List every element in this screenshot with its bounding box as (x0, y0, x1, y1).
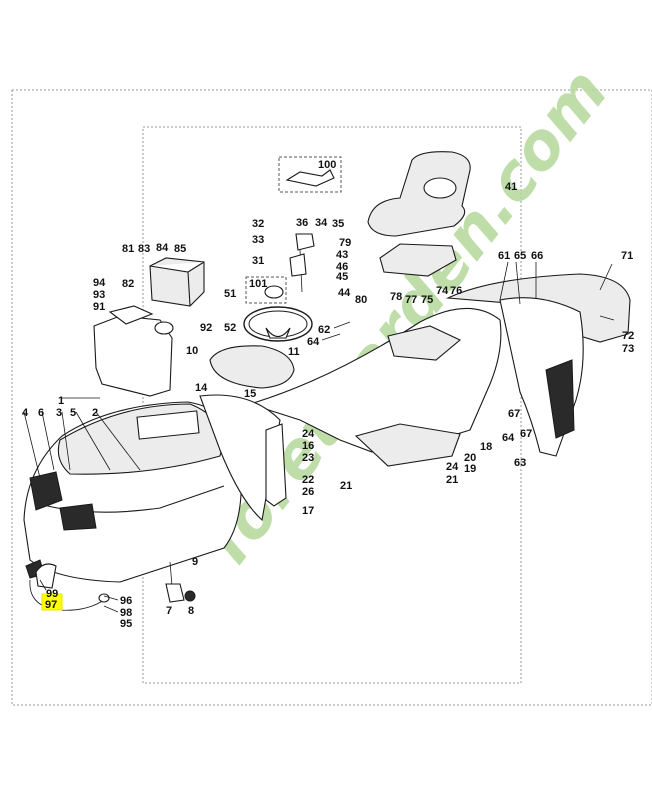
label-24b: 24 (446, 461, 459, 473)
leader-lines (23, 261, 615, 613)
label-33: 33 (252, 234, 264, 246)
label-21b: 21 (446, 474, 458, 486)
part-43-seat-mount (379, 243, 457, 277)
label-63: 63 (514, 457, 526, 469)
label-44: 44 (338, 287, 351, 299)
label-84: 84 (156, 242, 169, 254)
label-82: 82 (122, 278, 134, 290)
part-71-rear-fender (445, 273, 631, 457)
label-77: 77 (405, 294, 417, 306)
part-41-seat (367, 151, 471, 237)
part-101-cap (264, 285, 284, 299)
part-17-bracket (265, 423, 287, 507)
label-83: 83 (138, 243, 150, 255)
label-1: 1 (58, 395, 64, 407)
label-45: 45 (336, 271, 348, 283)
label-85: 85 (174, 243, 186, 255)
label-31: 31 (252, 255, 264, 267)
label-72: 72 (622, 330, 634, 342)
label-52: 52 (224, 322, 236, 334)
label-24a: 24 (302, 428, 315, 440)
label-74: 74 (436, 285, 449, 297)
label-93: 93 (93, 289, 105, 301)
label-73: 73 (622, 343, 634, 355)
label-18: 18 (480, 441, 492, 453)
part-51-steering-wheel (243, 306, 313, 342)
part-18-body-chassis (199, 307, 502, 522)
label-99: 99 (46, 588, 58, 600)
part-1-hood (23, 401, 242, 583)
label-95: 95 (120, 618, 132, 630)
label-92: 92 (200, 322, 212, 334)
label-64b: 64 (502, 432, 515, 444)
label-7: 7 (166, 605, 172, 617)
label-71: 71 (621, 250, 633, 262)
label-20: 20 (464, 452, 476, 464)
label-5: 5 (70, 407, 76, 419)
label-65: 65 (514, 250, 526, 262)
part-7-pin (165, 561, 196, 603)
label-61: 61 (498, 250, 510, 262)
label-23: 23 (302, 452, 314, 464)
label-14: 14 (195, 382, 208, 394)
label-32: 32 (252, 218, 264, 230)
label-101: 101 (249, 278, 267, 290)
label-66: 66 (531, 250, 543, 262)
label-67b: 67 (520, 428, 532, 440)
label-43: 43 (336, 249, 348, 261)
label-76: 76 (450, 285, 462, 297)
part-81-electrical-box (149, 257, 205, 307)
label-97: 97 (45, 599, 57, 611)
label-21a: 21 (340, 480, 352, 492)
label-9: 9 (192, 556, 198, 568)
label-35: 35 (332, 218, 344, 230)
label-75: 75 (421, 294, 433, 306)
label-34: 34 (315, 217, 328, 229)
label-91: 91 (93, 301, 105, 313)
label-41: 41 (505, 181, 517, 193)
part-95-headlight-wire (25, 559, 110, 611)
label-96: 96 (120, 595, 132, 607)
outer-frame (11, 89, 652, 706)
part-31-steering-column (289, 233, 315, 293)
label-16: 16 (302, 440, 314, 452)
label-98: 98 (120, 607, 132, 619)
highlight-97 (41, 593, 63, 611)
label-62: 62 (318, 324, 330, 336)
label-26: 26 (302, 486, 314, 498)
label-8: 8 (188, 605, 194, 617)
part-labels: 100 41 32 36 34 35 33 79 43 46 45 31 44 … (22, 159, 634, 630)
part-11-dash-cover (209, 345, 295, 389)
label-15: 15 (244, 388, 256, 400)
label-11: 11 (288, 346, 300, 358)
part-91-fuel-tank (93, 305, 174, 397)
label-80: 80 (355, 294, 367, 306)
label-51: 51 (224, 288, 236, 300)
label-6: 6 (38, 407, 44, 419)
label-4: 4 (22, 407, 29, 419)
label-100: 100 (318, 159, 336, 171)
label-46: 46 (336, 261, 348, 273)
label-36: 36 (296, 217, 308, 229)
label-10: 10 (186, 345, 198, 357)
inner-frame (142, 126, 522, 684)
label-3: 3 (56, 407, 62, 419)
label-64a: 64 (307, 336, 320, 348)
part-101-box (245, 276, 287, 304)
label-19: 19 (464, 463, 476, 475)
label-79: 79 (339, 237, 351, 249)
label-94: 94 (93, 277, 106, 289)
part-100-box (278, 156, 342, 193)
label-81: 81 (122, 243, 134, 255)
label-67a: 67 (508, 408, 520, 420)
part-100-bracket (285, 169, 335, 187)
label-22: 22 (302, 474, 314, 486)
label-78: 78 (390, 291, 402, 303)
label-17: 17 (302, 505, 314, 517)
label-2: 2 (92, 407, 98, 419)
